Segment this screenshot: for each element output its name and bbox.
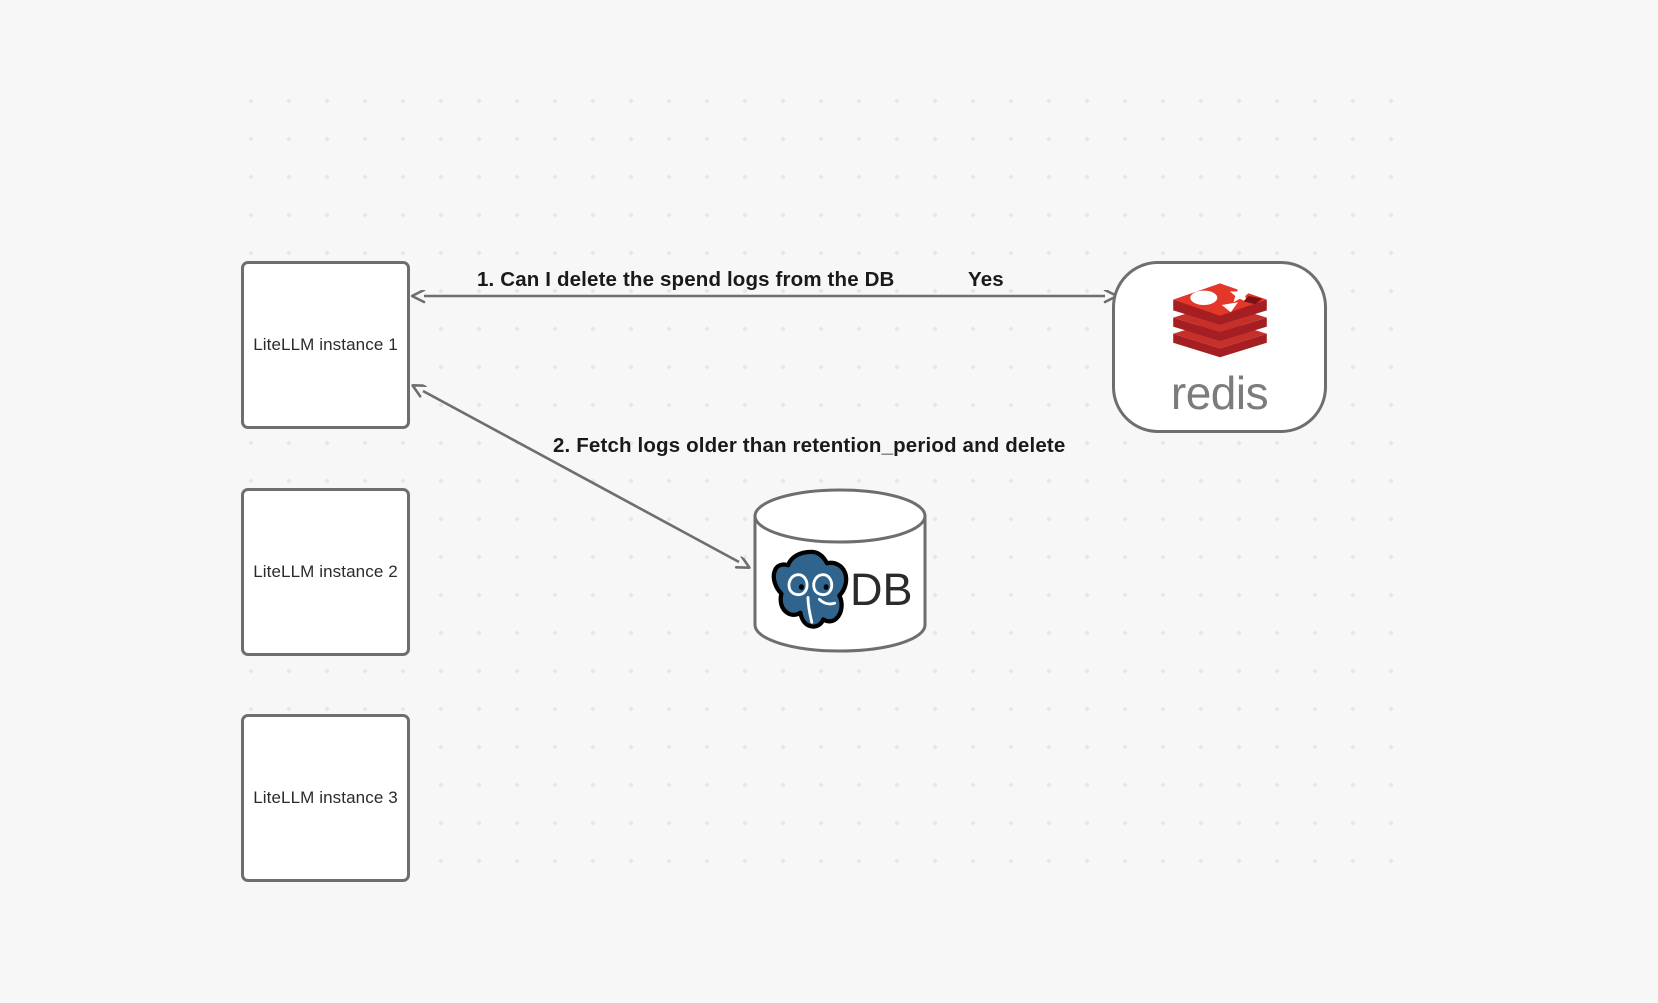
redis-stack-icon <box>1172 283 1267 358</box>
postgresql-elephant-icon <box>771 549 849 629</box>
edge-label-1: 1. Can I delete the spend logs from the … <box>477 268 895 291</box>
node-litellm-instance-1-label: LiteLLM instance 1 <box>253 335 398 354</box>
edge-label-1-reply: Yes <box>968 268 1004 291</box>
edge-litellm1-to-db <box>423 391 739 562</box>
node-litellm-instance-1[interactable]: LiteLLM instance 1 <box>241 261 410 429</box>
edge-label-2: 2. Fetch logs older than retention_perio… <box>553 434 1066 457</box>
node-litellm-instance-2[interactable]: LiteLLM instance 2 <box>241 488 410 656</box>
redis-logo-icon: redis <box>1166 278 1274 416</box>
node-postgres-db[interactable]: DB <box>752 488 928 653</box>
postgres-db-label: DB <box>850 564 913 615</box>
node-litellm-instance-3-label: LiteLLM instance 3 <box>253 788 398 807</box>
node-litellm-instance-3[interactable]: LiteLLM instance 3 <box>241 714 410 882</box>
database-cylinder-icon: DB <box>753 488 927 653</box>
node-litellm-instance-2-label: LiteLLM instance 2 <box>253 562 398 581</box>
node-redis[interactable]: redis <box>1112 261 1327 433</box>
redis-wordmark-label: redis <box>1170 367 1269 419</box>
